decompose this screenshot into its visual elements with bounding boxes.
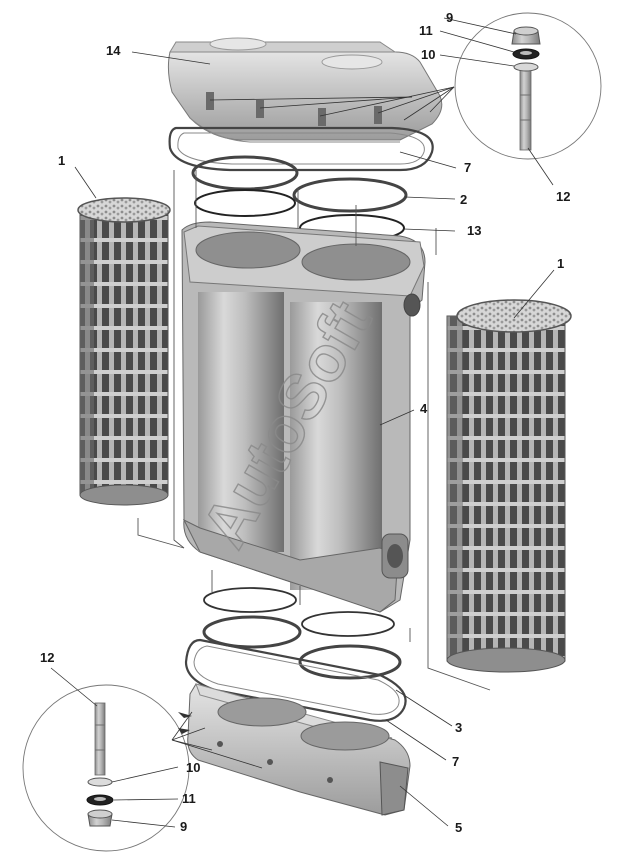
washer-10-top — [513, 62, 539, 72]
callout-12-bottom: 12 — [40, 650, 54, 665]
base-5 — [187, 683, 411, 816]
callout-13: 13 — [467, 223, 481, 238]
callout-9-bottom: 9 — [180, 819, 187, 834]
rings-3 — [202, 587, 402, 680]
detail-circle-top — [454, 12, 602, 160]
stud-top — [519, 69, 532, 151]
housing-cylinder-right — [290, 302, 382, 590]
detail-circle-bottom — [22, 684, 190, 852]
projection-lines — [137, 170, 491, 691]
callout-2: 2 — [460, 192, 467, 207]
callout-3: 3 — [455, 720, 462, 735]
top-detail-fasteners — [511, 26, 541, 151]
callout-labels: 14 1 1 7 2 13 4 3 7 5 9 11 10 12 12 10 1… — [40, 10, 570, 835]
ring-2 — [292, 177, 408, 213]
callout-5: 5 — [455, 820, 462, 835]
bottom-detail-fasteners — [86, 702, 114, 827]
ring-left-lower — [194, 189, 296, 217]
cover-14 — [167, 37, 443, 143]
callout-12-top: 12 — [556, 189, 570, 204]
callout-10-top: 10 — [421, 47, 435, 62]
housing-cylinder-left — [198, 292, 284, 552]
callout-11-top: 11 — [419, 23, 433, 38]
gasket-7-top — [168, 126, 434, 172]
callout-7-bottom: 7 — [452, 754, 459, 769]
filter-element-left — [77, 197, 171, 506]
filter-element-right — [446, 299, 572, 673]
callout-14: 14 — [106, 43, 121, 58]
stud-bottom — [94, 702, 106, 776]
callout-4: 4 — [420, 401, 428, 416]
callout-9-top: 9 — [446, 10, 453, 25]
housing-4 — [181, 221, 426, 613]
ring-left-upper — [191, 155, 299, 191]
rings-2-13 — [191, 155, 408, 242]
callout-11-bottom: 11 — [182, 791, 196, 806]
callout-7-top: 7 — [464, 160, 471, 175]
callout-1-left: 1 — [58, 153, 65, 168]
callout-1-right: 1 — [557, 256, 564, 271]
washer-10-bottom — [87, 777, 113, 787]
callout-10-bottom: 10 — [186, 760, 200, 775]
leader-lines — [50, 17, 555, 828]
